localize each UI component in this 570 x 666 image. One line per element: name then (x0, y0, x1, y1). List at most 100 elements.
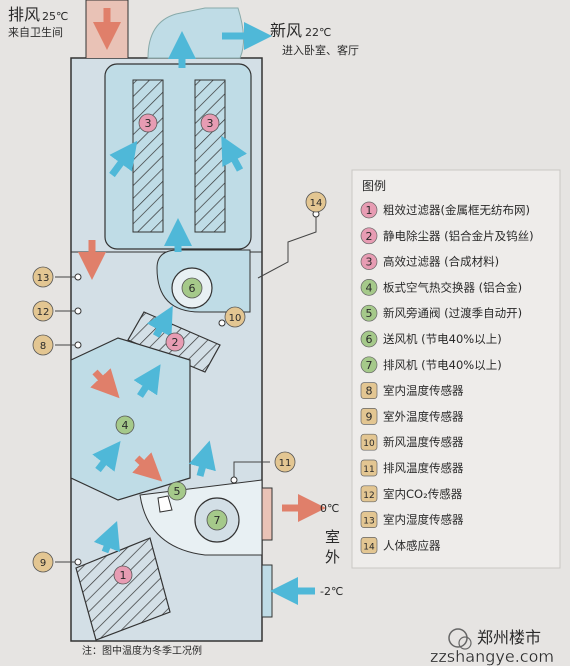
legend-item-marker (360, 304, 378, 322)
marker-5 (167, 481, 187, 501)
legend-item-number: 11 (363, 465, 374, 475)
legend-item-number: 12 (363, 491, 374, 501)
marker-3b (200, 113, 220, 133)
legend-item-marker (360, 253, 378, 270)
sensor-8-dot (74, 341, 82, 349)
legend-item-marker (360, 382, 378, 399)
legend-box (351, 169, 561, 569)
exhaust-label: 排风 (8, 5, 40, 24)
note-text: 注：图中温度为冬季工况例 (82, 644, 202, 657)
sensor-badges: 13 12 8 9 10 11 14 (32, 191, 327, 573)
badge-9 (32, 551, 54, 573)
badge-14-num: 14 (310, 198, 323, 209)
legend-item: 10 新风温度传感器 (360, 433, 464, 451)
fresh-arrow-bypass (188, 440, 216, 477)
legend-item: 13 室内湿度传感器 (360, 511, 464, 528)
exhaust-arrow-hx-in (90, 368, 120, 399)
marker-6-num: 6 (189, 282, 196, 295)
marker-1-num: 1 (120, 569, 127, 582)
legend-item-marker (360, 201, 378, 219)
badge-10-num: 10 (229, 313, 242, 324)
legend-item: 5 新风旁通阀 (过渡季自动开) (360, 304, 522, 322)
sensor-9-dot (74, 558, 82, 566)
badge-13 (32, 266, 54, 288)
exhaust-arrow-hx-out (132, 452, 163, 482)
sensor-11-dot (230, 476, 238, 484)
legend-item-text: 室内湿度传感器 (383, 513, 464, 527)
legend-item-number: 5 (366, 307, 373, 320)
badge-8-num: 8 (40, 341, 46, 352)
hepa-filter-right (194, 79, 226, 233)
watermark-logo-icon-inner (458, 636, 472, 650)
legend-item-text: 高效过滤器 (合成材料) (383, 255, 499, 269)
legend-item-text: 新风旁通阀 (过渡季自动开) (383, 306, 522, 320)
legend-item-marker (360, 356, 378, 374)
watermark: 郑州楼市 zzshangye.com (430, 628, 554, 666)
fresh-arrow-lower (93, 520, 120, 554)
outdoor-intake-duct (261, 564, 273, 618)
legend-item-number: 4 (366, 281, 373, 294)
fresh-label: 新风 (270, 21, 302, 40)
outdoor-out-temp: 0℃ (320, 502, 339, 515)
legend-item-marker (360, 511, 378, 528)
legend-item-marker (360, 485, 378, 503)
legend-item-number: 7 (366, 359, 373, 372)
marker-5-num: 5 (174, 485, 181, 498)
sensor-12-dot (74, 307, 82, 315)
outdoor-label-2: 外 (325, 548, 340, 566)
watermark-url: zzshangye.com (430, 647, 554, 666)
legend-item-number: 3 (366, 256, 373, 269)
outdoor-exhaust-duct (261, 487, 273, 541)
fresh-dest: 进入卧室、客厅 (282, 43, 359, 57)
marker-3b-num: 3 (207, 117, 214, 130)
marker-1 (113, 565, 133, 585)
legend-item-marker (360, 227, 378, 245)
coarse-filter (75, 537, 171, 641)
legend-item-marker (360, 433, 378, 451)
legend-item-text: 粗效过滤器(金属框无纺布网) (383, 203, 530, 217)
badge-12-num: 12 (37, 307, 50, 318)
sensor-14-lead (257, 214, 317, 279)
marker-4 (115, 415, 135, 435)
exhaust-source: 来自卫生间 (8, 25, 63, 39)
badge-11-num: 11 (279, 458, 292, 469)
badge-10 (224, 306, 246, 328)
legend-item-text: 室内温度传感器 (383, 384, 464, 398)
fresh-arrow-up-right (221, 135, 247, 172)
legend-item-text: 板式空气热交换器 (铝合金) (383, 280, 522, 294)
legend-item: 3 高效过滤器 (合成材料) (360, 253, 499, 270)
legend-item-number: 13 (363, 517, 374, 527)
legend-item-text: 人体感应器 (383, 538, 441, 552)
badge-12 (32, 300, 54, 322)
fresh-arrow-hx-out (133, 364, 161, 398)
badge-11 (274, 451, 296, 473)
outdoor-label-1: 室 (325, 528, 340, 546)
legend-item-text: 室外温度传感器 (383, 409, 464, 423)
legend-item-number: 8 (366, 385, 373, 398)
sensor-10-dot (218, 319, 226, 327)
badge-14 (305, 191, 327, 213)
fresh-arrow-up-left (109, 140, 138, 178)
legend-item-number: 2 (366, 230, 373, 243)
hepa-filter-left (132, 79, 164, 233)
legend-item: 8 室内温度传感器 (360, 382, 464, 399)
legend-item-marker (360, 459, 378, 477)
legend-item-text: 新风温度传感器 (383, 435, 464, 449)
legend-item-text: 排风温度传感器 (383, 461, 464, 475)
legend-item: 11 排风温度传感器 (360, 459, 464, 477)
legend-item-marker (360, 279, 378, 296)
marker-7-num: 7 (214, 514, 221, 527)
legend-item: 4 板式空气热交换器 (铝合金) (360, 279, 522, 296)
fresh-arrow-hx-in (92, 440, 121, 473)
legend-item-number: 10 (363, 439, 375, 449)
marker-2-num: 2 (172, 336, 179, 349)
legend-item-marker (360, 330, 378, 348)
marker-2 (165, 332, 185, 352)
marker-3a (138, 113, 158, 133)
sensor-13-dot (74, 273, 82, 281)
